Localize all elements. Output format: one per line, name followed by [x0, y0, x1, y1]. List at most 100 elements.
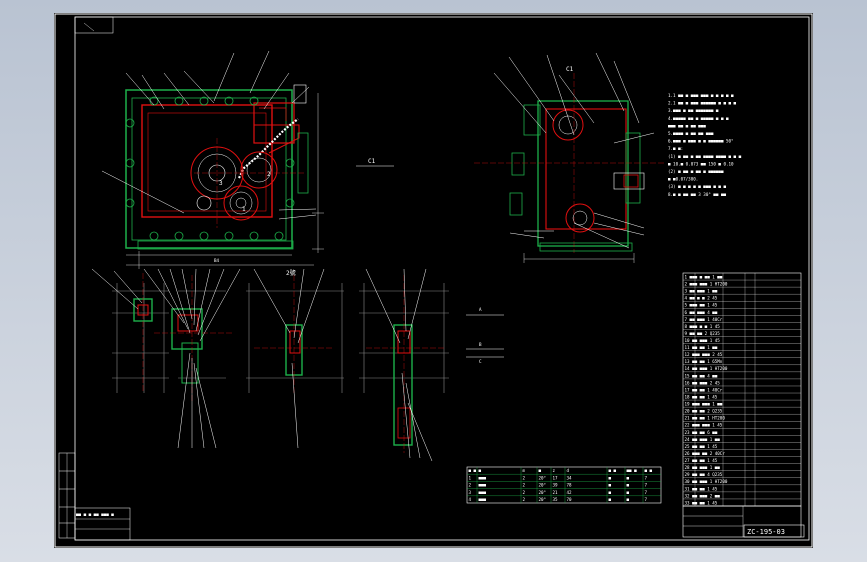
section-label-2: 2號	[286, 269, 296, 277]
gear-table-header: ■	[479, 468, 482, 473]
gear-table-cell: ■	[609, 483, 612, 488]
gear-table-cell: 34	[567, 475, 573, 480]
note-line: (3) ■ ■ ■ ■ ■ ■■■ ■ ■ ■	[668, 184, 726, 189]
note-line: ■ 10.■ 0.073 ■■ 150 ■ 0.10	[668, 161, 734, 166]
parts-list-row: 14 ■■ ■■■ 1 HT200	[685, 366, 728, 371]
section-mark-a: A	[479, 307, 482, 312]
gear-table-cell: 7	[645, 490, 648, 495]
gear-table-cell: ■	[627, 483, 630, 488]
section-mark-b: B	[479, 342, 482, 347]
parts-list-row: 29 ■■ ■■ 4 Q235	[685, 472, 723, 477]
gear-table-cell: 3	[469, 490, 472, 495]
parts-list-row: 31 ■■ ■■ 1 45	[685, 486, 718, 491]
parts-list-row: 22 ■■■ ■■■ 1 45	[685, 423, 723, 428]
parts-list-row: 21 ■■ ■■ 1 HT200	[685, 416, 726, 421]
gear-table-cell: 20°	[539, 475, 547, 480]
gear-table-cell: ■	[609, 475, 612, 480]
parts-list-row: 6 ■■ ■■■ 4 ■■	[685, 310, 718, 315]
note-line: 3.■■■ ■ ■■ ■■■■■■■ ■	[668, 108, 719, 113]
parts-list-row: 19 ■■■ ■■■ 1 ■■	[685, 402, 723, 407]
parts-list-row: 1 ■■■ ■ ■■ 1 ■■	[685, 274, 723, 279]
gear-table-cell: ■	[627, 475, 630, 480]
note-line: 7.■ ■:	[668, 146, 683, 151]
parts-list-row: 25 ■■ ■■ 1 45	[685, 444, 718, 449]
corner-box	[74, 16, 114, 34]
gear-table-cell: ■■■	[479, 490, 487, 495]
note-line: 2.1 ■■ ■ ■■■ ■■■■■■ ■ ■ ■ ■	[668, 101, 737, 106]
gear-table-cell: 20°	[539, 497, 547, 502]
gear-table-cell: 78	[567, 483, 573, 488]
parts-list-row: 32 ■■ ■■■ 2 ■■	[685, 493, 721, 498]
parts-list-row: 11 ■■ ■■ 1 ■■	[685, 345, 718, 350]
parts-list-row: 18 ■■ ■■ 1 45	[685, 394, 718, 399]
parts-list-row: 8 ■■■ ■ ■ 1 45	[685, 324, 721, 329]
gear-table-cell: 4	[469, 497, 472, 502]
note-line: ■ ■0.07/300.	[668, 177, 698, 182]
gear-number-1: 1	[242, 206, 246, 213]
gear-table-header: z	[553, 468, 556, 473]
note-line: (2) ■ ■■ ■ ■■ ■ ■■■■■■	[668, 169, 724, 174]
gear-table-cell: 7	[645, 483, 648, 488]
note-line: ■■■ ■■ ■ ■■ ■■■	[668, 123, 706, 128]
parts-list-row: 13 ■■ ■■ 1 65Mn	[685, 359, 723, 364]
gear-table-cell: ■■■	[479, 483, 487, 488]
parts-list-row: 23 ■■ ■■ 6 ■■	[685, 430, 718, 435]
drawing-canvas: C1	[54, 13, 813, 548]
inner-frame	[74, 16, 810, 541]
gear-table-cell: ■	[609, 490, 612, 495]
gear-table-cell: 21	[553, 490, 559, 495]
revision-label: ■■ ■ ■ ■■ ■■■ ■	[76, 512, 114, 517]
technical-notes: 1.1 ■■ ■ ■■■ ■■■ ■ ■ ■ ■ ■ 2.1 ■■ ■ ■■■ ■…	[668, 93, 742, 197]
gear-table-cell: 2	[523, 490, 526, 495]
parts-list-row: 17 ■■ ■■ 1 40Cr	[685, 387, 723, 392]
gear-table-cell: 2	[469, 483, 472, 488]
gear-table-header: d	[567, 468, 570, 473]
side-view: C1	[474, 52, 664, 263]
note-line: 1.1 ■■ ■ ■■■ ■■■ ■ ■ ■ ■ ■	[668, 93, 734, 98]
parts-list-row: 20 ■■ ■■ 2 Q235	[685, 409, 723, 414]
parts-list-row: 3 ■■ ■■■ 1 ■■	[685, 289, 718, 294]
gear-table-cell: 35	[553, 497, 559, 502]
gear-table-cell: 7	[645, 475, 648, 480]
parts-list-row: 26 ■■■ ■■ 2 40Cr	[685, 451, 726, 456]
revision-block: ■■ ■ ■ ■■ ■■■ ■	[58, 452, 131, 541]
gear-number-2: 2	[267, 171, 271, 178]
gear-table-cell: 39	[553, 483, 559, 488]
gear-table-header: ■■ ■	[627, 468, 638, 473]
note-line: 8.■ ■ ■■ ■■ 3 30° ■■ ■■	[668, 192, 726, 197]
parts-list-row: 27 ■■ ■■ 1 45	[685, 458, 718, 463]
parts-list-row: 7 ■■ ■■■ 1 40Cr	[685, 317, 723, 322]
cad-drawing: C1	[54, 13, 813, 548]
parts-list-row: 4 ■■ ■ ■ 2 45	[685, 296, 718, 301]
gear-table-cell: 17	[553, 475, 559, 480]
parts-list-row: 24 ■■ ■■■ 1 ■■	[685, 437, 721, 442]
parts-list-row: 28 ■■ ■■■ 1 ■■	[685, 465, 721, 470]
gear-table-header: ■ ■	[609, 468, 617, 473]
parts-list-row: 10 ■■ ■■■ 1 45	[685, 338, 721, 343]
parts-list-row: 30 ■■ ■■■ 1 HT200	[685, 479, 728, 484]
gear-table-cell: 70	[567, 497, 573, 502]
section-mark-c: C	[479, 359, 482, 364]
parts-list-row: 12 ■■■ ■■■ 2 45	[685, 352, 723, 357]
gear-table-cell: ■■■	[479, 497, 487, 502]
gear-table-cell: 20°	[539, 490, 547, 495]
section-views: 2號 A B C	[91, 268, 504, 462]
gear-table-cell: ■	[627, 490, 630, 495]
gear-table-cell: ■	[609, 497, 612, 502]
gear-table-cell: 7	[645, 497, 648, 502]
parts-list-row: 5 ■■■ ■■ 1 45	[685, 303, 718, 308]
gear-table-header: ■	[539, 468, 542, 473]
note-line: 6.■■■ ■ ■■■ ■ ■ ■■■■■■ 50°	[668, 139, 734, 144]
gear-table-cell: 42	[567, 490, 573, 495]
parts-list-row: 33 ■■ ■■ 1 45	[685, 500, 718, 505]
note-line: 5.■■■■ ■ ■■ ■■ ■■■	[668, 131, 714, 136]
side-view-label: C1	[566, 66, 574, 73]
front-dimension: B4	[214, 258, 220, 263]
gear-table-cell: 20°	[539, 483, 547, 488]
parts-list-row: 9 ■■ ■■ 2 Q235	[685, 331, 721, 336]
note-line: (1) ■ ■■ ■ ■■ ■■■■ ■■■■ ■ ■ ■	[668, 154, 742, 159]
front-view: 3 2 1 B4	[101, 50, 324, 269]
parts-list-row: 16 ■■ ■■■ 2 45	[685, 380, 721, 385]
